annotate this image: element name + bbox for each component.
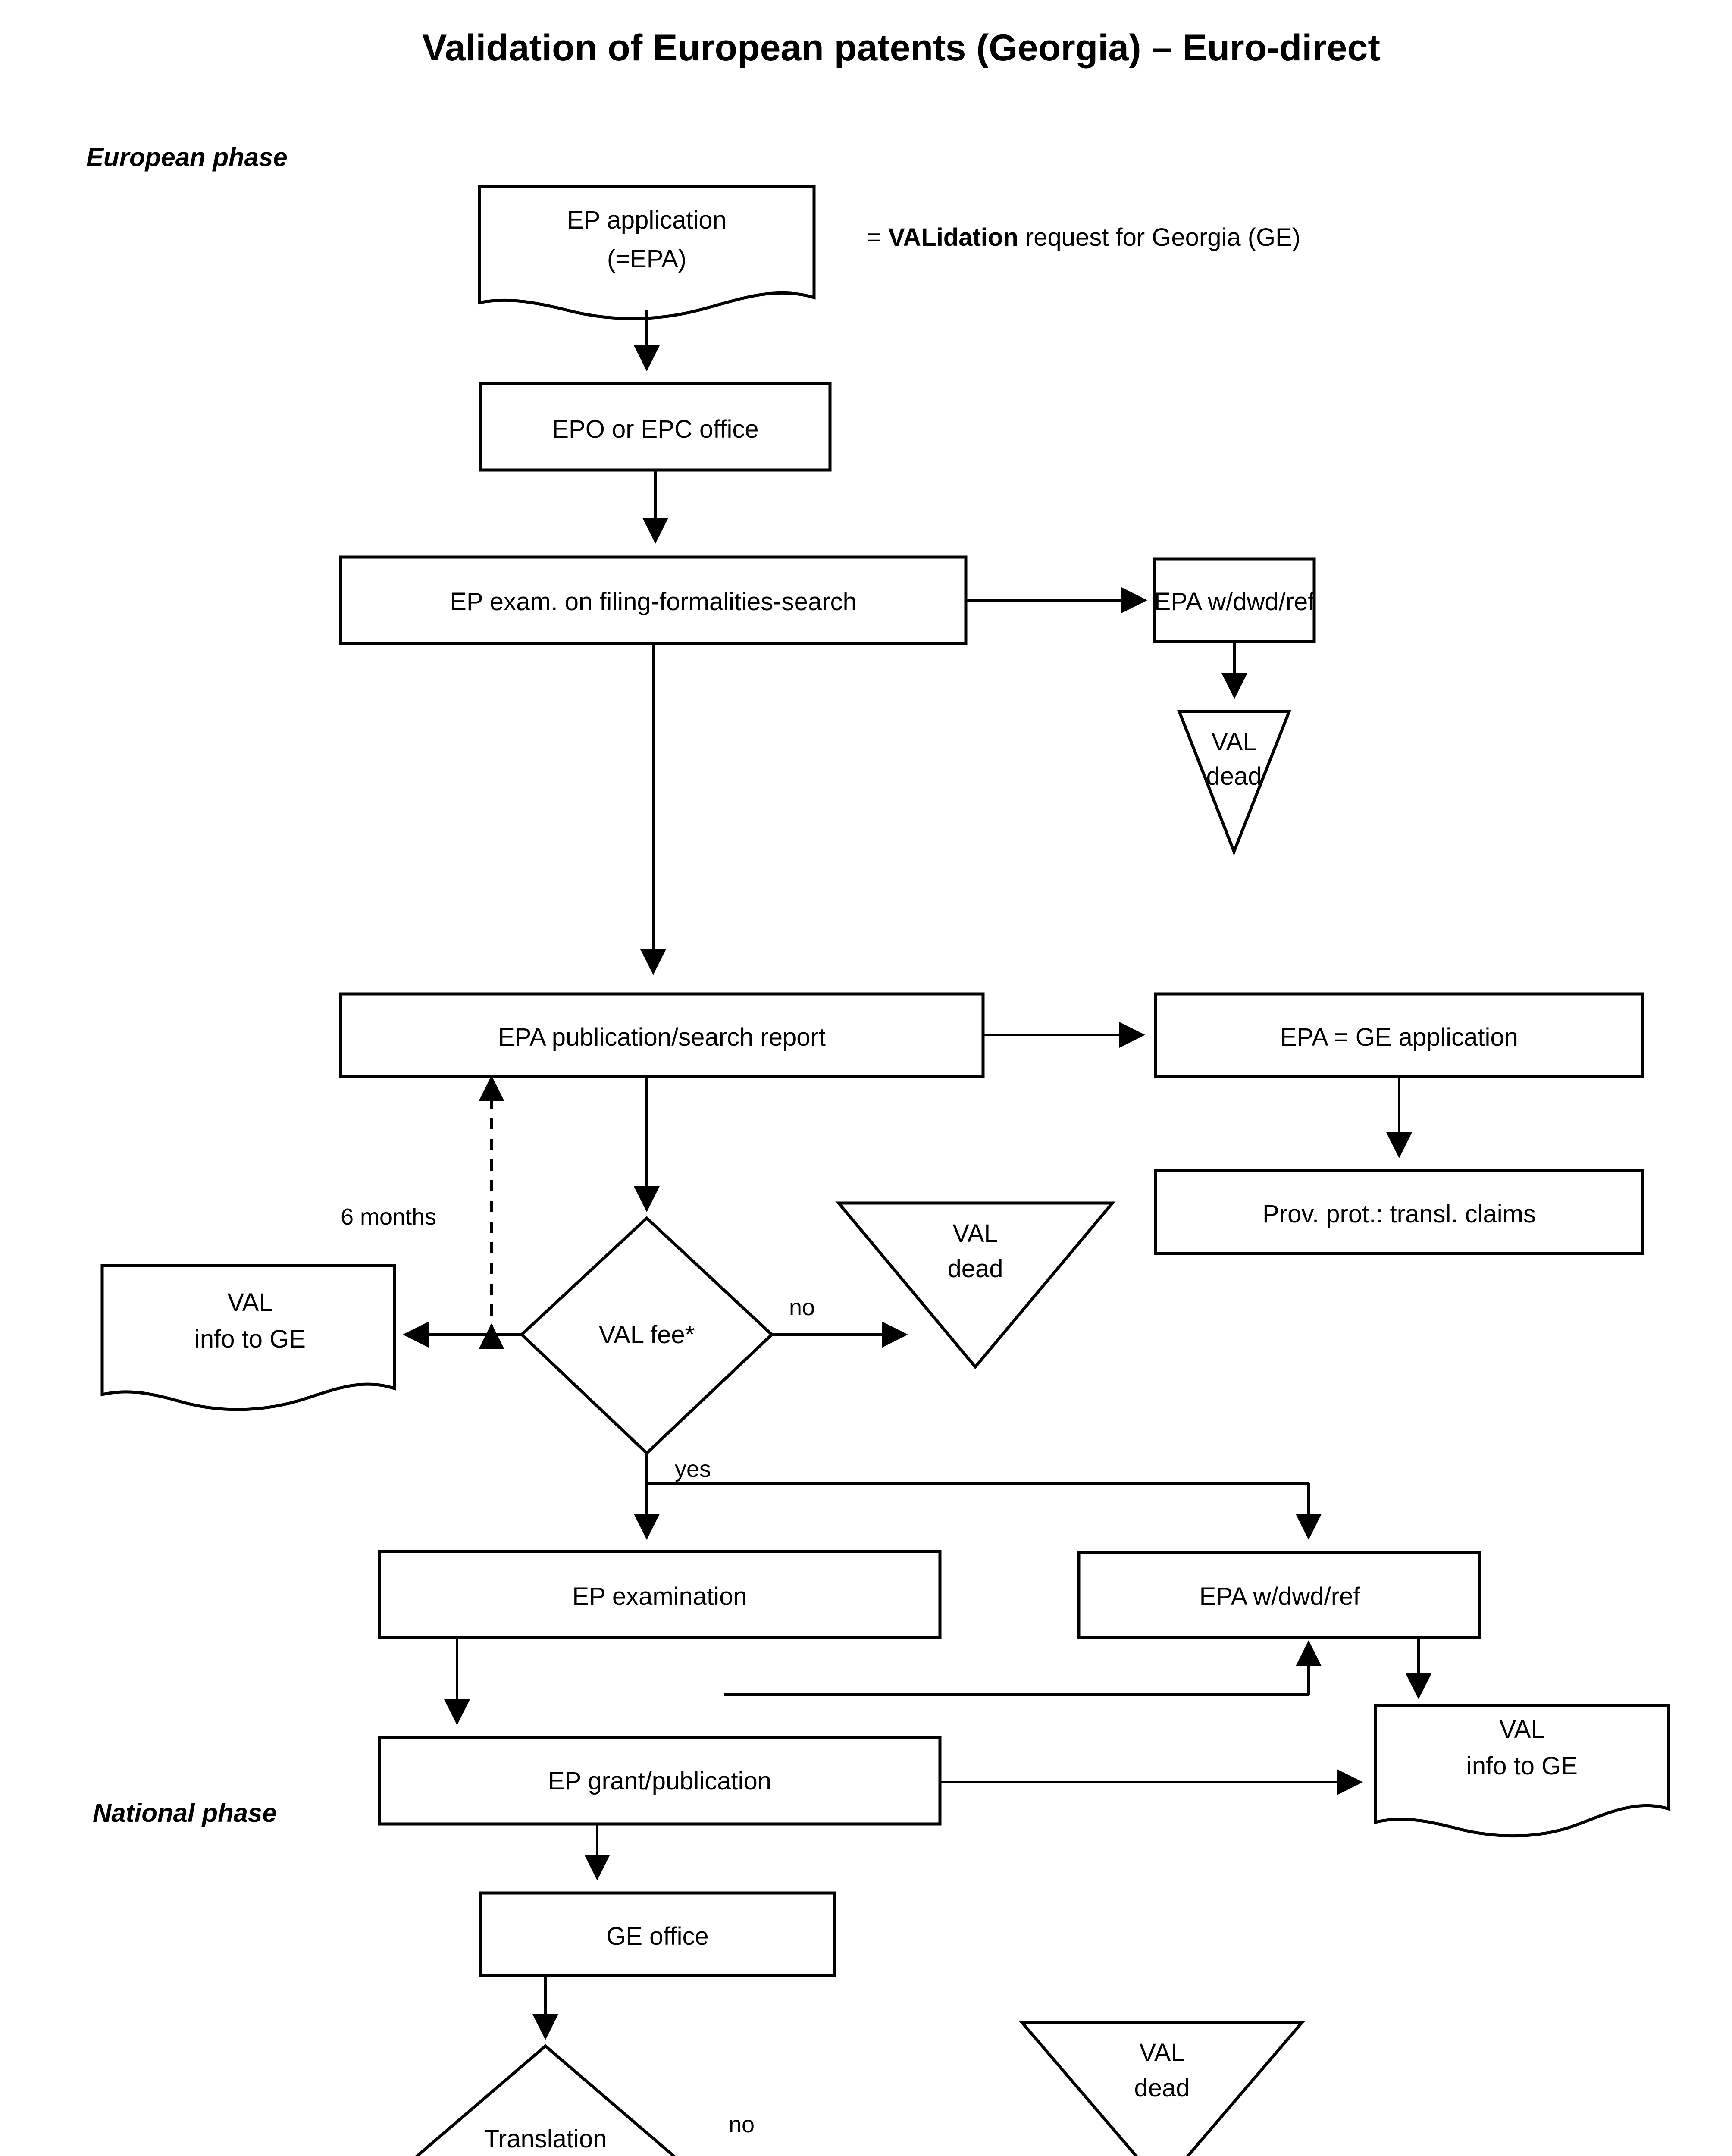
node-ep-application — [478, 185, 816, 320]
node-ge-office-label: GE office — [606, 1922, 709, 1950]
node-epa-publication-label: EPA publication/search report — [498, 1023, 826, 1051]
node-epo-or-epc-office-label: EPO or EPC office — [552, 415, 758, 443]
node-val-dead-1-line1: VAL — [1211, 728, 1256, 756]
node-val-fee-label: VAL fee* — [599, 1321, 695, 1349]
node-ep-examination-label: EP examination — [572, 1583, 747, 1611]
node-val-info-to-ge-1-line2: info to GE — [194, 1325, 306, 1353]
node-epo-or-epc-office — [479, 382, 832, 472]
node-val-dead-2-line1: VAL — [952, 1219, 998, 1247]
node-val-info-to-ge-1-line1: VAL — [227, 1288, 272, 1316]
validation-equation: = VALidation request for Georgia (GE) — [867, 223, 1300, 251]
node-val-info-to-ge-2-line2: info to GE — [1466, 1752, 1578, 1780]
equation-prefix: = — [867, 223, 888, 251]
node-val-dead-2-line2: dead — [947, 1255, 1003, 1283]
edge-label-valfee-no: no — [789, 1294, 815, 1320]
node-ep-exam-filing-label: EP exam. on filing-formalities-search — [450, 588, 856, 616]
node-val-dead-3-line2: dead — [1134, 2074, 1190, 2102]
node-val-dead-1 — [1177, 710, 1292, 856]
node-val-dead-3-line1: VAL — [1139, 2039, 1184, 2067]
node-ep-examination — [378, 1550, 942, 1639]
equation-suffix: request for Georgia (GE) — [1018, 223, 1300, 251]
node-epa-wdwdref-2-label: EPA w/dwd/ref — [1200, 1583, 1361, 1611]
node-val-info-to-ge-2-line1: VAL — [1499, 1715, 1544, 1743]
edge-label-six-months: 6 months — [341, 1204, 436, 1230]
node-val-info-to-ge-1 — [100, 1264, 396, 1411]
node-ep-application-line2: (=EPA) — [607, 245, 686, 273]
node-ep-grant-publication-label: EP grant/publication — [548, 1767, 771, 1795]
edge-label-translation-no: no — [729, 2112, 755, 2137]
node-prov-prot-label: Prov. prot.: transl. claims — [1262, 1200, 1536, 1228]
node-ep-grant-publication — [378, 1736, 942, 1826]
phase-label-national: National phase — [93, 1799, 277, 1827]
node-epa-wdwdref-1-label: EPA w/dwd/ref — [1154, 588, 1315, 616]
node-epa-ge-application-label: EPA = GE application — [1280, 1023, 1518, 1051]
node-epa-publication — [339, 992, 985, 1078]
node-ep-application-line1: EP application — [567, 206, 727, 234]
node-ge-office — [479, 1891, 836, 1977]
node-translation-decision — [414, 2044, 677, 2156]
phase-label-european: European phase — [86, 143, 288, 172]
node-val-dead-2 — [835, 1201, 1116, 1369]
node-translation-line1: Translation — [484, 2125, 607, 2153]
node-val-dead-1-line2: dead — [1206, 762, 1262, 790]
equation-bold: VALidation — [888, 223, 1018, 251]
node-ep-exam-filing — [339, 555, 968, 645]
node-val-info-to-ge-2 — [1374, 1704, 1670, 1838]
edge-label-valfee-yes: yes — [675, 1456, 711, 1482]
page-title: Validation of European patents (Georgia)… — [422, 27, 1380, 69]
node-epa-wdwdref-2 — [1077, 1551, 1481, 1639]
node-epa-ge-application — [1154, 992, 1644, 1078]
node-val-dead-3 — [1018, 2021, 1306, 2156]
node-prov-prot — [1154, 1169, 1644, 1255]
